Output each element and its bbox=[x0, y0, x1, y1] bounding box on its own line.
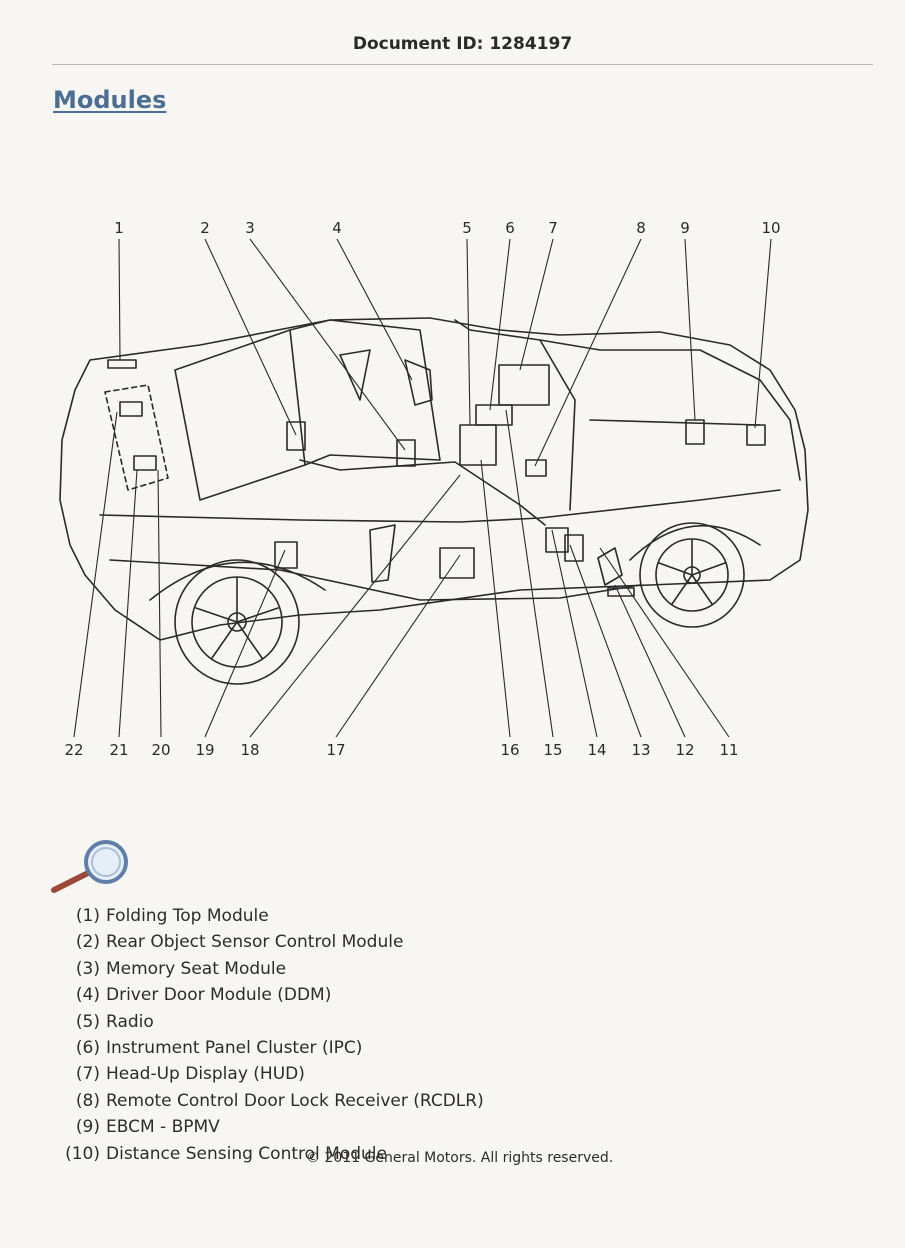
legend-item: (6) Instrument Panel Cluster (IPC) bbox=[56, 1036, 484, 1062]
legend-item: (10) Distance Sensing Control Module bbox=[56, 1142, 484, 1168]
legend-item: (3) Memory Seat Module bbox=[56, 957, 484, 983]
callout-number: 5 bbox=[462, 219, 472, 237]
legend-number: (2) bbox=[75, 932, 100, 953]
callout-leader-line bbox=[466, 238, 471, 426]
callout-leader-line bbox=[614, 584, 686, 738]
legend-label: EBCM - BPMV bbox=[106, 1117, 220, 1138]
callout-number: 1 bbox=[114, 219, 124, 237]
legend-number: (6) bbox=[75, 1037, 100, 1058]
document-id: Document ID: 1284197 bbox=[352, 34, 573, 54]
front-wheel bbox=[639, 522, 745, 628]
callout-leader-line bbox=[157, 469, 162, 738]
legend-label: Memory Seat Module bbox=[106, 958, 287, 979]
legend-number: (9) bbox=[75, 1117, 100, 1138]
callout-leader-line bbox=[519, 238, 554, 371]
callout-leader-line bbox=[204, 549, 286, 738]
legend-item: (5) Radio bbox=[56, 1010, 484, 1036]
callout-leader-line bbox=[599, 547, 730, 738]
rear-wheel bbox=[174, 559, 300, 685]
callout-number: 22 bbox=[64, 741, 83, 759]
legend-number: (8) bbox=[75, 1090, 100, 1111]
callout-leader-line bbox=[249, 238, 406, 451]
legend-label: Rear Object Sensor Control Module bbox=[106, 932, 404, 953]
callout-leader-line bbox=[336, 238, 413, 381]
callout-number: 11 bbox=[719, 741, 738, 759]
callout-leader-line bbox=[73, 411, 118, 738]
header-divider bbox=[52, 64, 873, 65]
callout-number: 13 bbox=[631, 741, 650, 759]
callout-leader-line bbox=[489, 238, 511, 411]
legend-label: Driver Door Module (DDM) bbox=[106, 985, 332, 1006]
legend-number: (3) bbox=[75, 958, 100, 979]
callout-leader-line bbox=[480, 459, 511, 738]
callout-leader-line bbox=[569, 544, 642, 738]
callout-number: 14 bbox=[587, 741, 606, 759]
callout-leader-line bbox=[204, 238, 297, 436]
page-title: Modules bbox=[53, 86, 167, 114]
legend-number: (5) bbox=[75, 1011, 100, 1032]
legend-number: (1) bbox=[75, 906, 100, 926]
callout-number: 9 bbox=[680, 219, 690, 237]
legend-label: Folding Top Module bbox=[106, 906, 269, 926]
legend-item: (4) Driver Door Module (DDM) bbox=[56, 983, 484, 1009]
callout-number: 15 bbox=[543, 741, 562, 759]
legend-label: Distance Sensing Control Module bbox=[106, 1143, 387, 1164]
copyright-notice: © 2011 General Motors. All rights reserv… bbox=[306, 1150, 614, 1166]
callout-leader-line bbox=[505, 409, 554, 738]
car-body-outline bbox=[59, 317, 809, 641]
callout-number: 7 bbox=[548, 219, 558, 237]
legend-item: (1) Folding Top Module bbox=[56, 904, 484, 930]
legend-item: (9) EBCM - BPMV bbox=[56, 1115, 484, 1141]
callout-number: 3 bbox=[245, 219, 255, 237]
legend-label: Head-Up Display (HUD) bbox=[106, 1064, 305, 1085]
callout-number: 19 bbox=[195, 741, 214, 759]
callout-number: 21 bbox=[109, 741, 128, 759]
callout-leader-line bbox=[118, 469, 138, 738]
callout-number: 17 bbox=[326, 741, 345, 759]
callout-leader-line bbox=[551, 529, 598, 738]
callout-number: 16 bbox=[500, 741, 519, 759]
callout-leader-line bbox=[534, 238, 642, 467]
callout-number: 18 bbox=[240, 741, 259, 759]
callout-number: 6 bbox=[505, 219, 515, 237]
callout-leader-line bbox=[335, 554, 461, 738]
legend-item: (8) Remote Control Door Lock Receiver (RC… bbox=[56, 1089, 484, 1115]
legend-number: (4) bbox=[75, 985, 100, 1006]
callout-number: 4 bbox=[332, 219, 342, 237]
callout-number: 12 bbox=[675, 741, 694, 759]
callout-leader-line bbox=[754, 238, 772, 429]
callout-number: 8 bbox=[636, 219, 646, 237]
legend-number: (10) bbox=[65, 1143, 100, 1164]
callout-number: 20 bbox=[151, 741, 170, 759]
callout-leader-line bbox=[684, 238, 696, 421]
callout-number: 2 bbox=[200, 219, 210, 237]
legend-label: Remote Control Door Lock Receiver (RCDLR… bbox=[106, 1090, 484, 1111]
legend-label: Radio bbox=[106, 1011, 154, 1032]
legend-label: Instrument Panel Cluster (IPC) bbox=[106, 1037, 363, 1058]
legend-item: (2) Rear Object Sensor Control Module bbox=[56, 930, 484, 956]
magnifier-icon[interactable] bbox=[50, 838, 135, 898]
legend-item: (7) Head-Up Display (HUD) bbox=[56, 1062, 484, 1088]
callout-number: 10 bbox=[761, 219, 780, 237]
callout-leader-line bbox=[118, 238, 121, 361]
callout-leader-line bbox=[249, 474, 461, 738]
legend-number: (7) bbox=[75, 1064, 100, 1085]
module-legend: (1) Folding Top Module (2) Rear Object Sen… bbox=[56, 904, 484, 1168]
